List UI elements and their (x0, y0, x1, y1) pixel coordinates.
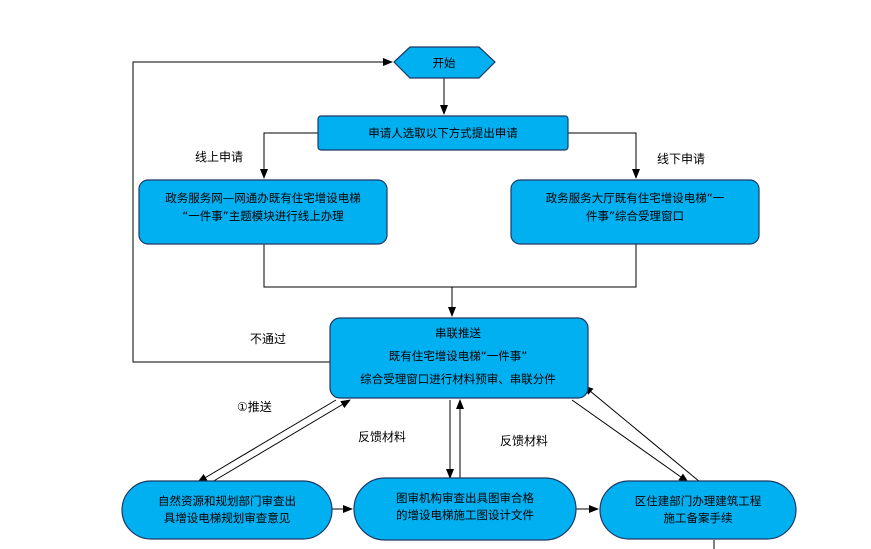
offline-text-line-1: 政务服务大厅既有住宅增设电梯“一 (546, 191, 725, 205)
start-label: 开始 (433, 56, 456, 70)
housing-text-line-1: 区住建部门办理建筑工程 (635, 494, 762, 508)
arrow-central-to-planning (197, 399, 337, 483)
planning-text-line-1: 自然资源和规划部门审查出 (158, 494, 296, 508)
housing-node: 区住建部门办理建筑工程 施工备案手续 (599, 480, 797, 540)
drawing-review-box (353, 477, 577, 541)
arrow-central-to-housing (571, 399, 689, 483)
arrow-planning-to-central (211, 399, 351, 483)
online-text-line-1: 政务服务网—网通办既有住宅增设电梯 (165, 191, 361, 205)
feedback-label-1: 反馈材料 (358, 430, 406, 444)
offline-node: 政务服务大厅既有住宅增设电梯“一 件事”综合受理窗口 (510, 179, 760, 245)
offline-route-label: 线下申请 (657, 152, 705, 166)
fail-label: 不通过 (250, 332, 286, 346)
central-text-line-3: 综合受理窗口进行材料预审、串联分件 (360, 372, 556, 386)
offline-box (510, 179, 760, 245)
line-online-down (263, 244, 637, 288)
online-route-label: 线上申请 (195, 150, 243, 164)
arrow-fail-back-to-start (132, 58, 393, 363)
central-text-line-2: 既有住宅增设电梯“一件事” (389, 349, 527, 363)
apply-label: 申请人选取以下方式提出申请 (368, 126, 518, 140)
central-box (329, 317, 589, 399)
planning-box (121, 480, 333, 540)
offline-text-line-2: 件事”综合受理窗口 (586, 209, 684, 223)
planning-node: 自然资源和规划部门审查出 具增设电梯规划审查意见 (121, 480, 333, 540)
housing-text-line-2: 施工备案手续 (664, 511, 733, 525)
online-box (138, 179, 388, 245)
arrow-housing-to-central (583, 385, 701, 483)
apply-box (317, 115, 569, 151)
drawing-review-text-line-2: 的增设电梯施工图设计文件 (396, 508, 534, 522)
drawing-review-text-line-1: 图审机构审查出具图审合格 (396, 491, 534, 505)
apply-node: 申请人选取以下方式提出申请 (317, 115, 569, 151)
online-node: 政务服务网—网通办既有住宅增设电梯 “一件事”主题模块进行线上办理 (138, 179, 388, 245)
central-node: 串联推送 既有住宅增设电梯“一件事” 综合受理窗口进行材料预审、串联分件 (329, 317, 589, 399)
online-text-line-2: “一件事”主题模块进行线上办理 (182, 209, 344, 223)
drawing-review-node: 图审机构审查出具图审合格 的增设电梯施工图设计文件 (353, 477, 577, 541)
planning-text-line-2: 具增设电梯规划审查意见 (164, 511, 291, 525)
central-text-line-1: 串联推送 (435, 326, 481, 340)
push-label: ①推送 (237, 399, 272, 414)
connectors (132, 58, 715, 549)
start-node: 开始 (393, 46, 496, 79)
arrow-apply-to-offline (568, 132, 640, 179)
housing-box (599, 480, 797, 540)
start-hexagon (393, 46, 496, 79)
arrow-apply-to-online (260, 132, 318, 179)
feedback-label-2: 反馈材料 (500, 434, 548, 448)
